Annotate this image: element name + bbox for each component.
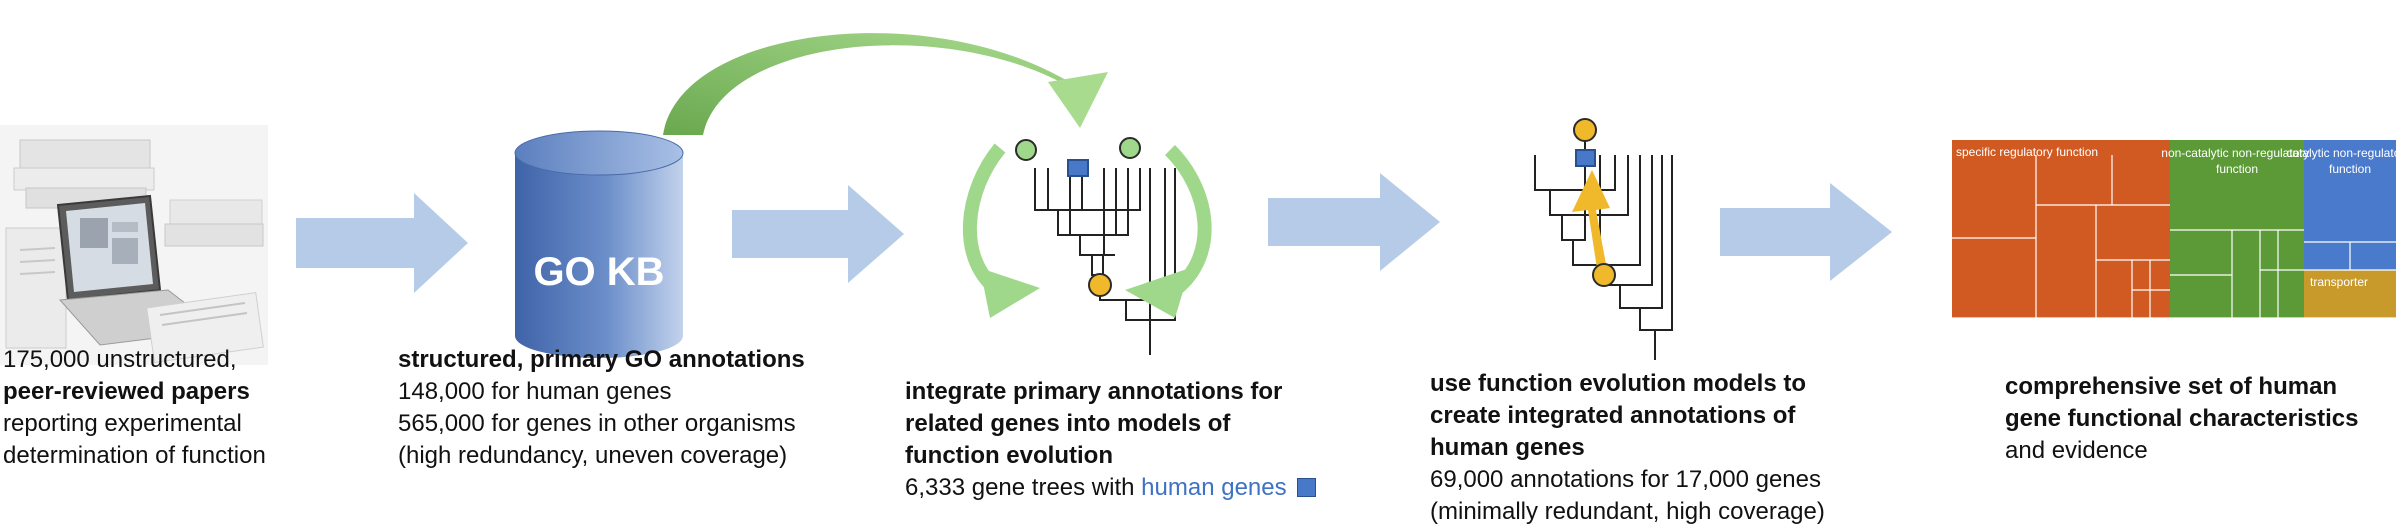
flow-arrow-1 [296, 193, 468, 293]
human-gene-marker [1067, 159, 1089, 177]
stage2-caption: structured, primary GO annotations 148,0… [398, 344, 805, 472]
inference-arrow [1572, 170, 1610, 275]
stage4-line5: (minimally redundant, high coverage) [1430, 498, 1825, 525]
database-label: GO KB [533, 250, 664, 294]
stage4-line2: create integrated annotations of [1430, 402, 1796, 429]
stage1-line2: peer-reviewed papers [3, 378, 250, 405]
stage3-line1: integrate primary annotations for [905, 378, 1283, 405]
leaf-node-green-right [1119, 137, 1141, 159]
stage3-caption: integrate primary annotations for relate… [905, 376, 1316, 504]
papers-laptop-image [0, 125, 268, 365]
ancestor-node-yellow [1088, 273, 1112, 297]
inferred-node-yellow [1573, 118, 1597, 142]
stage4-caption: use function evolution models to create … [1430, 368, 1825, 528]
treemap-label-regulatory: specific regulatory function [1956, 145, 2098, 159]
stage1-caption: 175,000 unstructured, peer-reviewed pape… [3, 344, 266, 472]
leaf-node-green-left [1015, 139, 1037, 161]
human-genes-legend-text: human genes [1141, 474, 1287, 501]
stage1-line1: 175,000 unstructured, [3, 346, 237, 373]
stage1-line4: determination of function [3, 442, 266, 469]
treemap-label-transporter: transporter [2310, 275, 2368, 289]
stage2-line1: structured, primary GO annotations [398, 346, 805, 373]
stage4-line3: human genes [1430, 434, 1585, 461]
phylogenetic-tree-stage3 [1034, 168, 1176, 355]
stage2-line3: 565,000 for genes in other organisms [398, 410, 796, 437]
stage3-line4: 6,333 gene trees with human genes [905, 472, 1316, 504]
treemap-noncatalytic [2170, 140, 2304, 318]
human-gene-marker-stage4 [1575, 149, 1596, 167]
treemap-regulatory [1952, 140, 2170, 318]
database-cylinder: GO KB [514, 130, 684, 358]
stage2-line4: (high redundancy, uneven coverage) [398, 442, 788, 469]
stage3-line3: function evolution [905, 442, 1113, 469]
treemap-label-noncatalytic: non-catalytic non-regulatory function [2161, 146, 2312, 176]
curved-green-arrow [663, 33, 1108, 135]
stage5-caption: comprehensive set of human gene function… [2005, 371, 2358, 467]
phylogenetic-tree-stage4 [1534, 125, 1673, 360]
stage1-line3: reporting experimental [3, 410, 242, 437]
flow-arrow-4 [1720, 183, 1892, 281]
stage5-line1: comprehensive set of human [2005, 373, 2338, 400]
human-gene-legend-square [1296, 478, 1316, 497]
stage2-line2: 148,000 for human genes [398, 378, 672, 405]
stage4-line1: use function evolution models to [1430, 370, 1807, 397]
annotation-loops [963, 143, 1212, 318]
stage3-line2: related genes into models of [905, 410, 1231, 437]
ancestor-node-yellow-stage4 [1592, 263, 1616, 287]
treemap-label-catalytic: catalytic non-regulatory function [2286, 146, 2400, 176]
stage5-line2: gene functional characteristics [2005, 405, 2359, 432]
stage5-line3: and evidence [2005, 437, 2148, 464]
function-treemap: specific regulatory function non-catalyt… [1952, 140, 2400, 319]
treemap-transporter [2304, 270, 2396, 318]
stage3-line4-text: 6,333 gene trees with [905, 474, 1135, 501]
flow-arrow-2 [732, 185, 904, 283]
stage4-line4: 69,000 annotations for 17,000 genes [1430, 466, 1821, 493]
flow-arrow-3 [1268, 173, 1440, 271]
